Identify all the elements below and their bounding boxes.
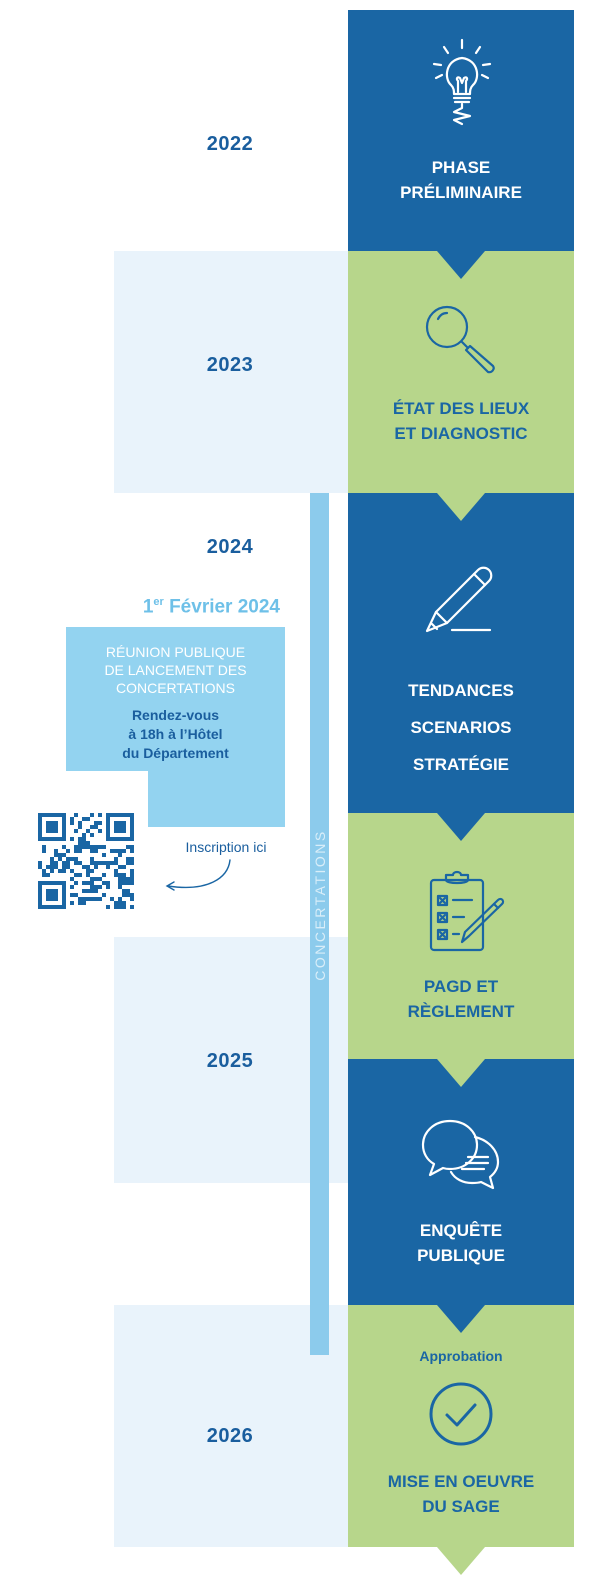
phase-etat-des-lieux-title: ÉTAT DES LIEUX ET DIAGNOSTIC xyxy=(348,396,574,446)
phase-etat-des-lieux-line1: ÉTAT DES LIEUX xyxy=(392,399,530,418)
approbation-label: Approbation xyxy=(419,1348,503,1364)
event-date-sup: er xyxy=(153,596,164,608)
speech-bubbles-icon xyxy=(420,1115,502,1200)
year-2024: 2024 xyxy=(206,536,254,558)
year-2022: 2022 xyxy=(206,133,254,155)
phase-tendances-line1: TENDANCES xyxy=(408,681,514,700)
checklist-icon xyxy=(428,870,510,959)
phase-pagd-line2: RÈGLEMENT xyxy=(407,1002,515,1021)
event-title-line2: DE LANCEMENT DES xyxy=(104,662,247,678)
band-2023 xyxy=(114,251,348,493)
event-title-line1: RÉUNION PUBLIQUE xyxy=(105,644,246,660)
arrow-etat-des-lieux xyxy=(437,493,485,521)
pencil-icon xyxy=(422,560,502,643)
phase-pagd-block xyxy=(348,813,574,1059)
year-2023: 2023 xyxy=(206,354,254,376)
curved-arrow-icon xyxy=(160,858,250,903)
phase-preliminaire-title: PHASE PRÉLIMINAIRE xyxy=(348,155,574,205)
event-desc-line1: Rendez-vous xyxy=(131,707,220,723)
arrow-enquete xyxy=(437,1305,485,1333)
band-2025 xyxy=(114,937,348,1183)
qr-code-icon[interactable] xyxy=(38,813,134,914)
phase-pagd-line1: PAGD ET xyxy=(423,977,499,996)
phase-preliminaire-line1: PHASE xyxy=(431,158,491,177)
phase-preliminaire-block xyxy=(348,10,574,251)
event-desc-line3: du Département xyxy=(122,745,229,761)
phase-enquete-line1: ENQUÊTE xyxy=(419,1221,503,1240)
phase-tendances-title: TENDANCES SCENARIOS STRATÉGIE xyxy=(348,672,574,783)
arrow-preliminaire xyxy=(437,251,485,279)
arrow-tendances xyxy=(437,813,485,841)
magnifier-icon xyxy=(422,302,498,383)
event-date-day: 1 xyxy=(142,596,154,618)
phase-enquete-line2: PUBLIQUE xyxy=(417,1246,505,1265)
phase-mise-en-oeuvre-line1: MISE EN OEUVRE xyxy=(387,1472,535,1491)
phase-tendances-line2: SCENARIOS xyxy=(410,718,512,737)
phase-mise-en-oeuvre-line2: DU SAGE xyxy=(422,1497,500,1516)
event-date-rest: Février 2024 xyxy=(163,596,280,618)
concertations-bar xyxy=(310,493,329,1355)
event-description: Rendez-vous à 18h à l’Hôtel du Départeme… xyxy=(66,706,285,763)
check-circle-icon xyxy=(428,1381,494,1452)
band-2026 xyxy=(114,1305,348,1547)
event-title: RÉUNION PUBLIQUE DE LANCEMENT DES CONCER… xyxy=(66,643,285,697)
inscription-link[interactable]: Inscription ici xyxy=(185,839,267,855)
phase-tendances-block xyxy=(348,493,574,813)
phase-etat-des-lieux-block xyxy=(348,251,574,493)
event-title-line3: CONCERTATIONS xyxy=(115,680,235,696)
phase-pagd-title: PAGD ET RÈGLEMENT xyxy=(348,974,574,1024)
event-desc-line2: à 18h à l’Hôtel xyxy=(128,726,223,742)
phase-etat-des-lieux-line2: ET DIAGNOSTIC xyxy=(394,424,528,443)
concertations-label: CONCERTATIONS xyxy=(312,829,328,981)
phase-mise-en-oeuvre-title: MISE EN OEUVRE DU SAGE xyxy=(348,1469,574,1519)
event-date: 1er Février 2024 xyxy=(70,596,280,618)
year-2025: 2025 xyxy=(206,1050,254,1072)
phase-enquete-title: ENQUÊTE PUBLIQUE xyxy=(348,1218,574,1268)
arrow-pagd xyxy=(437,1059,485,1087)
year-2026: 2026 xyxy=(206,1425,254,1447)
lightbulb-icon xyxy=(430,38,494,133)
phase-tendances-line3: STRATÉGIE xyxy=(412,755,510,774)
arrow-mise-en-oeuvre xyxy=(437,1547,485,1575)
phase-mise-en-oeuvre-block xyxy=(348,1305,574,1547)
phase-preliminaire-line2: PRÉLIMINAIRE xyxy=(400,183,522,202)
